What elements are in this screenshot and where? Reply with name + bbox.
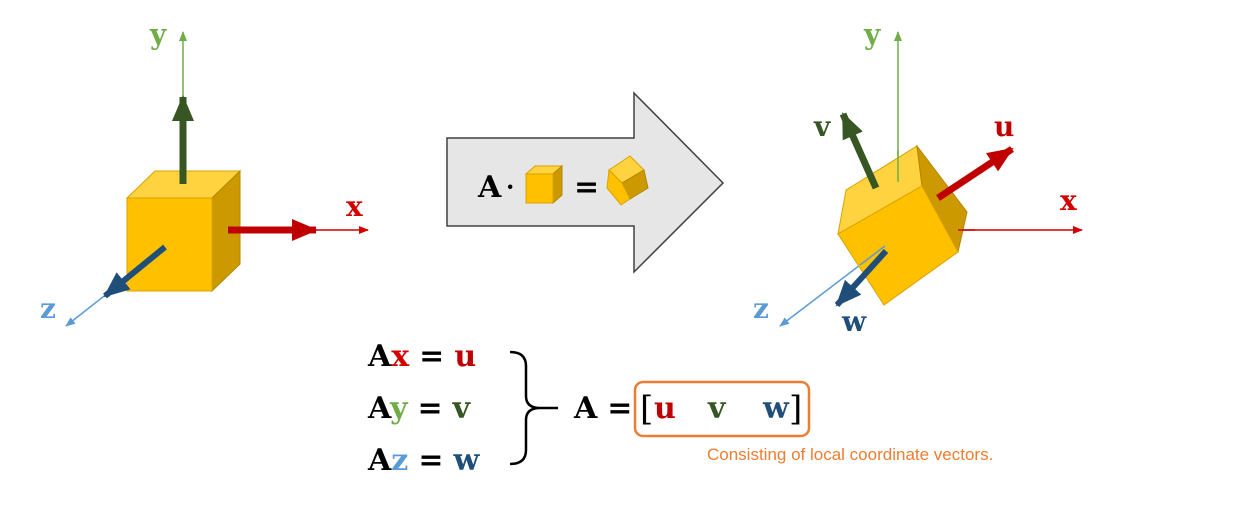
arrow-eq-lhs: A xyxy=(477,170,502,205)
matrix-w: w xyxy=(762,391,790,426)
equation-row-3: Az=w xyxy=(367,443,480,478)
left-z-thick-arrow xyxy=(103,244,167,299)
left-scene: y x z xyxy=(40,18,369,327)
right-z-axis-overlay xyxy=(859,245,886,266)
right-curly-brace xyxy=(509,350,541,466)
matrix-highlight-box xyxy=(633,380,811,438)
equations-block: Ax=u Ay=v Az=w A= [ u v w ] Consisting o… xyxy=(367,339,993,478)
matrix-bracket-open: [ xyxy=(640,389,653,429)
matrix-note: Consisting of local coordinate vectors. xyxy=(707,445,993,464)
right-x-label: x xyxy=(1060,184,1077,217)
right-u-label: u xyxy=(994,110,1014,143)
equation-row-2: Ay=v xyxy=(367,391,472,426)
transform-arrow: A · = xyxy=(446,91,725,274)
left-z-label: z xyxy=(40,292,56,325)
rotated-small-cube-icon xyxy=(606,155,649,206)
matrix-bracket-close: ] xyxy=(789,389,802,429)
matrix-u: u xyxy=(654,391,676,426)
arrow-eq-dot: · xyxy=(506,172,514,201)
equation-row-1: Ax=u xyxy=(367,339,476,374)
right-v-label: v xyxy=(813,110,831,143)
left-cube xyxy=(125,169,242,293)
right-y-label: y xyxy=(863,18,881,51)
right-u-arrow xyxy=(936,146,1014,201)
right-w-label: w xyxy=(841,305,867,338)
left-y-label: y xyxy=(149,18,167,51)
right-v-arrow xyxy=(839,112,880,190)
matrix-lhs: A= xyxy=(573,391,632,426)
big-arrow-shape xyxy=(446,91,725,274)
right-scene: y x z u v w xyxy=(753,18,1083,338)
right-w-arrow xyxy=(834,248,889,308)
matrix-v: v xyxy=(707,391,727,426)
arrow-eq-equals: = xyxy=(574,170,599,205)
right-z-label: z xyxy=(753,292,769,325)
left-x-label: x xyxy=(346,190,363,223)
small-cube-icon xyxy=(524,164,564,205)
